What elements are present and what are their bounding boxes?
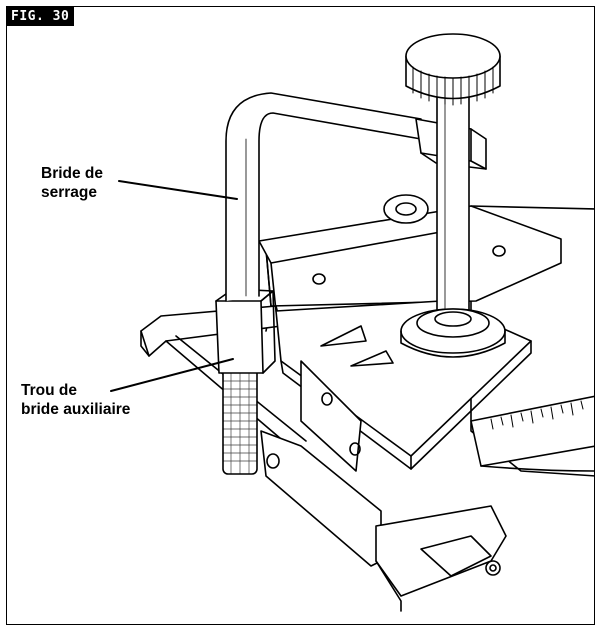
miter-saw-clamp-illustration bbox=[110, 33, 594, 612]
leader-line-clamp bbox=[118, 180, 238, 200]
miter-scale bbox=[470, 395, 594, 472]
callout-auxiliary-hole-line1: Trou de bbox=[21, 382, 77, 399]
clamp-knob bbox=[405, 33, 501, 106]
clamp-arm bbox=[225, 92, 422, 302]
figure-frame: FIG. 30 Bride de serrage Trou de bride a… bbox=[6, 6, 595, 625]
callout-clamp-line1: Bride de bbox=[41, 165, 104, 182]
clamp-pressure-pad bbox=[400, 308, 506, 358]
figure-label: FIG. 30 bbox=[7, 7, 75, 26]
leader-line-aux-hole bbox=[110, 358, 234, 392]
clamp-screw-shaft bbox=[436, 95, 470, 322]
lower-bracket bbox=[260, 360, 507, 612]
callout-auxiliary-hole: Trou de bride auxiliaire bbox=[21, 381, 130, 419]
callout-clamp: Bride de serrage bbox=[41, 164, 103, 202]
rear-knob bbox=[383, 194, 429, 224]
callout-auxiliary-hole-line2: bride auxiliaire bbox=[21, 401, 131, 418]
callout-clamp-line2: serrage bbox=[41, 184, 98, 201]
clamp-post bbox=[215, 288, 276, 475]
